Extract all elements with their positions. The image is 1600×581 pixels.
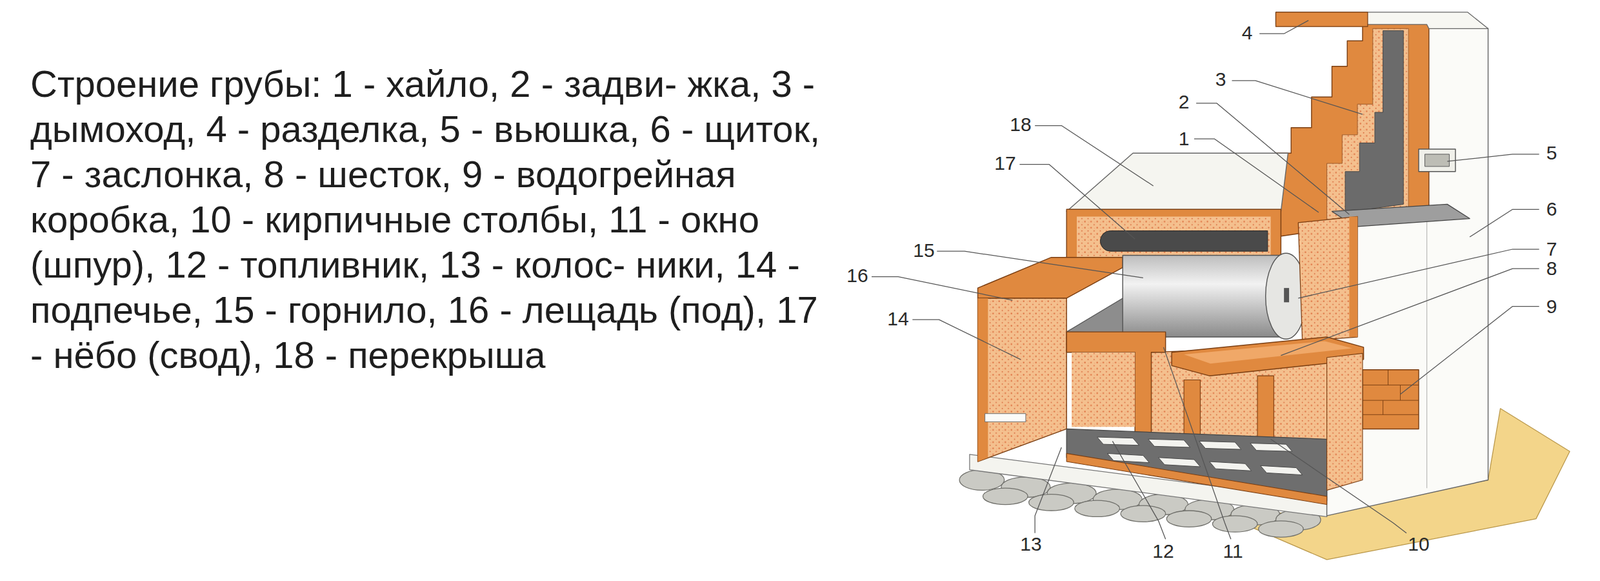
caption-text: Строение грубы: 1 - хайло, 2 - задви- жк… — [30, 61, 824, 378]
vent-door — [1418, 149, 1456, 172]
crucible-cylinder — [1122, 252, 1307, 339]
callout-number: 10 — [1407, 533, 1430, 555]
grate-bars — [1097, 436, 1303, 475]
callout-number: 8 — [1546, 258, 1558, 279]
callout-number: 5 — [1546, 142, 1558, 164]
callout-number: 17 — [994, 152, 1016, 174]
callout-number: 13 — [1020, 533, 1042, 555]
callout-number: 14 — [887, 308, 909, 330]
chimney-section — [1276, 20, 1430, 237]
front-wall-section — [1298, 216, 1358, 341]
callout-number: 9 — [1546, 296, 1558, 317]
callout-number: 2 — [1178, 91, 1190, 113]
callout-number: 16 — [846, 265, 868, 286]
callout-number: 18 — [1009, 114, 1031, 135]
callout-number: 4 — [1241, 22, 1253, 44]
callout-number: 6 — [1546, 198, 1558, 220]
leader-lines — [871, 20, 1540, 540]
callout-number: 15 — [912, 240, 935, 261]
firebox-floor — [1066, 428, 1327, 504]
callout-number: 7 — [1546, 238, 1558, 260]
callout-number: 3 — [1215, 69, 1227, 90]
callout-number: 11 — [1222, 540, 1243, 562]
water-box — [1327, 352, 1419, 490]
callout-number: 12 — [1152, 540, 1174, 562]
callout-number: 1 — [1178, 128, 1190, 150]
